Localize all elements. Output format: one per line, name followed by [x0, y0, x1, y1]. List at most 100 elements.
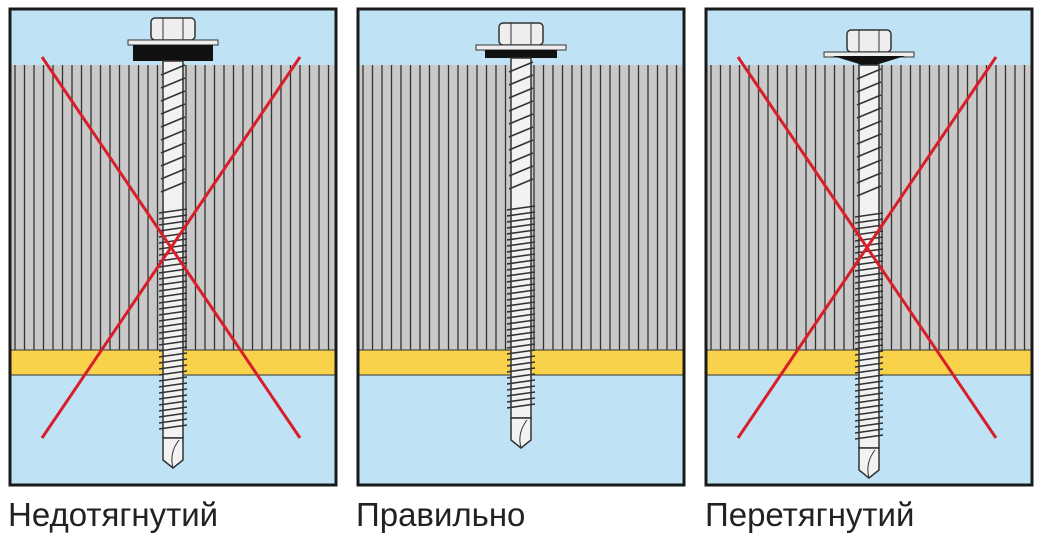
fine-thread	[854, 218, 884, 224]
washer	[475, 44, 567, 51]
fine-thread	[506, 295, 536, 301]
corrugation-lines	[362, 65, 678, 350]
fine-thread	[158, 418, 188, 424]
coarse-thread	[856, 68, 882, 80]
fine-thread	[854, 434, 884, 440]
fine-thread	[854, 272, 884, 278]
fine-thread	[854, 416, 884, 422]
fine-thread	[158, 400, 188, 406]
fine-thread	[506, 403, 536, 409]
coarse-thread	[856, 159, 882, 171]
fine-thread	[506, 301, 536, 307]
coarse-thread	[160, 142, 186, 154]
fine-thread	[506, 277, 536, 283]
fine-thread	[506, 235, 536, 241]
fine-thread	[854, 332, 884, 338]
fine-thread	[854, 398, 884, 404]
coarse-thread	[856, 172, 882, 184]
fine-thread	[506, 205, 536, 211]
coarse-thread	[508, 87, 534, 99]
fine-thread	[158, 226, 188, 232]
fine-thread	[506, 373, 536, 379]
fine-thread	[506, 325, 536, 331]
coarse-thread	[508, 178, 534, 190]
fine-thread	[506, 253, 536, 259]
fine-thread	[854, 266, 884, 272]
fine-thread	[158, 370, 188, 376]
fine-thread	[158, 214, 188, 220]
fine-thread	[506, 355, 536, 361]
fine-thread	[506, 241, 536, 247]
coarse-thread	[508, 74, 534, 86]
fine-thread	[854, 422, 884, 428]
fine-thread	[854, 410, 884, 416]
fine-thread	[158, 238, 188, 244]
fine-thread	[854, 374, 884, 380]
fine-thread	[158, 382, 188, 388]
fine-thread	[854, 338, 884, 344]
fine-thread	[158, 298, 188, 304]
fine-thread	[854, 308, 884, 314]
panel-frame	[704, 7, 1034, 487]
panel-label-over: Перетягнутий	[705, 496, 915, 533]
fine-thread	[854, 356, 884, 362]
fine-thread	[506, 379, 536, 385]
fine-thread	[506, 259, 536, 265]
fine-thread	[854, 296, 884, 302]
coarse-thread	[160, 103, 186, 115]
coarse-thread	[856, 133, 882, 145]
fine-thread	[506, 397, 536, 403]
fine-thread	[158, 424, 188, 430]
panel-frame	[356, 7, 686, 487]
panel-under-tightened	[8, 7, 338, 487]
fine-thread	[158, 268, 188, 274]
panel-correct	[356, 7, 686, 487]
fine-thread	[506, 361, 536, 367]
fine-thread	[854, 362, 884, 368]
fine-thread	[506, 331, 536, 337]
hex-head	[498, 22, 544, 46]
coarse-thread	[160, 155, 186, 167]
fine-thread	[506, 367, 536, 373]
fine-thread	[854, 236, 884, 242]
drill-flute	[867, 449, 876, 479]
coarse-thread	[856, 107, 882, 119]
screw-threads	[158, 64, 188, 430]
hex-head	[846, 29, 892, 53]
washer	[127, 39, 219, 46]
fine-thread	[506, 271, 536, 277]
fine-thread	[158, 208, 188, 214]
screw-threads	[854, 68, 884, 440]
drill-flute	[171, 439, 180, 469]
fine-thread	[158, 376, 188, 382]
fine-thread	[506, 217, 536, 223]
fine-thread	[158, 274, 188, 280]
cross-line	[40, 56, 302, 439]
fine-thread	[506, 223, 536, 229]
fine-thread	[158, 310, 188, 316]
fine-thread	[854, 224, 884, 230]
fine-thread	[506, 319, 536, 325]
fine-thread	[506, 247, 536, 253]
fine-thread	[506, 283, 536, 289]
seal-gasket	[133, 45, 213, 61]
coarse-thread	[508, 152, 534, 164]
fine-thread	[854, 212, 884, 218]
coarse-thread	[856, 81, 882, 93]
coarse-thread	[160, 90, 186, 102]
coarse-thread	[160, 129, 186, 141]
seal-gasket	[485, 50, 557, 58]
fine-thread	[506, 385, 536, 391]
fine-thread	[854, 278, 884, 284]
fine-thread	[158, 352, 188, 358]
fine-thread	[158, 412, 188, 418]
coarse-thread	[160, 116, 186, 128]
coarse-thread	[508, 126, 534, 138]
fine-thread	[506, 343, 536, 349]
hex-head	[150, 17, 196, 41]
fine-thread	[158, 388, 188, 394]
fine-thread	[158, 286, 188, 292]
screw-threads	[506, 61, 536, 409]
panel-label-under: Недотягнутий	[8, 496, 219, 533]
